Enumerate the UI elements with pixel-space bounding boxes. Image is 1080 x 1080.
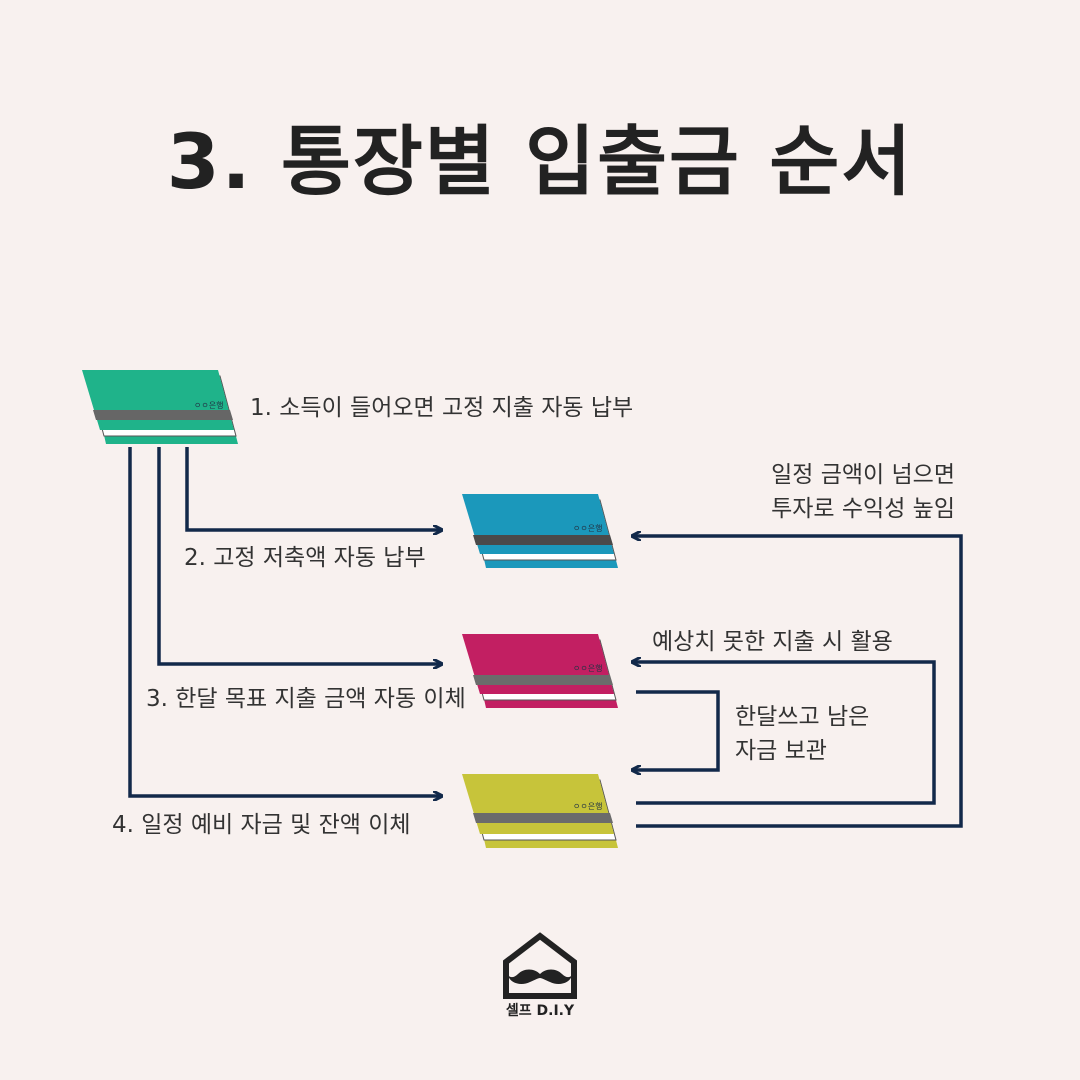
arrow-to-spending (157, 447, 442, 664)
leftover-note-line1: 한달쓰고 남은 (735, 704, 870, 730)
step-3-label: 3. 한달 목표 지출 금액 자동 이체 (146, 686, 466, 712)
arrow-emergency (632, 662, 936, 805)
house-mustache-logo-icon (503, 932, 577, 999)
bankbook-income-icon: ㅇㅇ은행 (82, 370, 238, 444)
account-label: ㅇㅇ은행 (194, 400, 223, 410)
step-1-label: 1. 소득이 들어오면 고정 지출 자동 납부 (250, 395, 634, 421)
arrow-leftover (632, 690, 720, 770)
bankbook-spending-icon: ㅇㅇ은행 (462, 634, 618, 708)
account-label: ㅇㅇ은행 (573, 801, 602, 811)
bankbook-savings-icon: ㅇㅇ은행 (462, 494, 618, 568)
account-label: ㅇㅇ은행 (573, 663, 602, 673)
logo-text: 셀프 D.I.Y (505, 1003, 575, 1019)
emergency-note: 예상치 못한 지출 시 활용 (652, 629, 893, 655)
invest-note-line1: 일정 금액이 넘으면 (771, 462, 955, 488)
arrow-to-savings (185, 447, 442, 530)
step-2-label: 2. 고정 저축액 자동 납부 (184, 545, 426, 571)
leftover-note-line2: 자금 보관 (735, 738, 827, 764)
arrow-to-reserve (128, 447, 442, 796)
account-label: ㅇㅇ은행 (573, 523, 602, 533)
step-4-label: 4. 일정 예비 자금 및 잔액 이체 (112, 812, 411, 838)
bankbook-reserve-icon: ㅇㅇ은행 (462, 774, 618, 848)
page-title: 3. 통장별 입출금 순서 (166, 117, 914, 206)
invest-note-line2: 투자로 수익성 높임 (771, 496, 955, 522)
arrow-invest (632, 536, 963, 828)
